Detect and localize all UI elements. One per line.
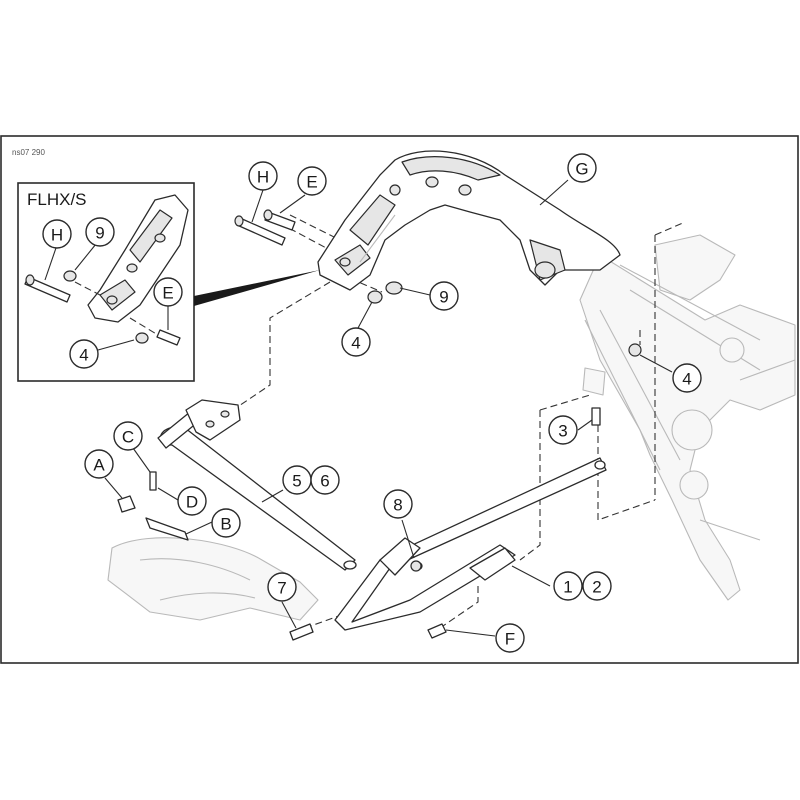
svg-text:B: B	[220, 515, 231, 534]
callout-2: 2	[582, 571, 612, 601]
svg-text:D: D	[186, 493, 198, 512]
inset-pointer	[194, 270, 320, 306]
callout-3: 3	[548, 415, 578, 445]
callout-5: 5	[282, 465, 312, 495]
callout-e-main: E	[297, 166, 327, 196]
callout-4-right: 4	[672, 363, 702, 393]
svg-text:1: 1	[563, 578, 572, 597]
hardware	[117, 209, 642, 641]
callout-8: 8	[383, 489, 413, 519]
svg-text:H: H	[51, 226, 63, 245]
callout-a: A	[84, 449, 114, 479]
svg-text:A: A	[93, 456, 105, 475]
callout-f: F	[495, 623, 525, 653]
callout-c: C	[113, 421, 143, 451]
callout-b: B	[211, 508, 241, 538]
svg-text:G: G	[575, 160, 588, 179]
saddlebag-guard-1-2	[334, 457, 607, 631]
callout-g: G	[567, 153, 597, 183]
svg-text:6: 6	[320, 472, 329, 491]
ghost-exhaust	[107, 537, 319, 621]
svg-text:4: 4	[79, 346, 88, 365]
svg-text:E: E	[306, 173, 317, 192]
svg-text:9: 9	[95, 224, 104, 243]
svg-text:4: 4	[682, 370, 691, 389]
rear-bracket-g	[317, 150, 621, 291]
crossbar-5-6	[157, 399, 357, 571]
callout-d: D	[177, 486, 207, 516]
callout-e-inset: E	[153, 277, 183, 307]
callout-4-inset: 4	[69, 339, 99, 369]
callout-h-main: H	[248, 161, 278, 191]
callout-h-inset: H	[42, 219, 72, 249]
svg-text:9: 9	[439, 288, 448, 307]
svg-text:2: 2	[592, 578, 601, 597]
svg-text:8: 8	[393, 496, 402, 515]
callout-9-inset: 9	[85, 217, 115, 247]
callout-9-main: 9	[429, 281, 459, 311]
svg-text:H: H	[257, 168, 269, 187]
callout-7: 7	[267, 572, 297, 602]
leader-lines	[44, 179, 673, 637]
inset-title: FLHX/S	[27, 190, 87, 209]
svg-text:5: 5	[292, 472, 301, 491]
svg-text:C: C	[122, 428, 134, 447]
figure-id: ns07 290	[12, 148, 45, 157]
callout-4-main: 4	[341, 327, 371, 357]
svg-text:F: F	[505, 630, 515, 649]
callout-6: 6	[310, 465, 340, 495]
svg-text:7: 7	[277, 579, 286, 598]
callout-1: 1	[553, 571, 583, 601]
svg-text:4: 4	[351, 334, 360, 353]
svg-text:3: 3	[558, 422, 567, 441]
svg-text:E: E	[162, 284, 173, 303]
ghost-motorcycle-frame	[579, 234, 796, 601]
